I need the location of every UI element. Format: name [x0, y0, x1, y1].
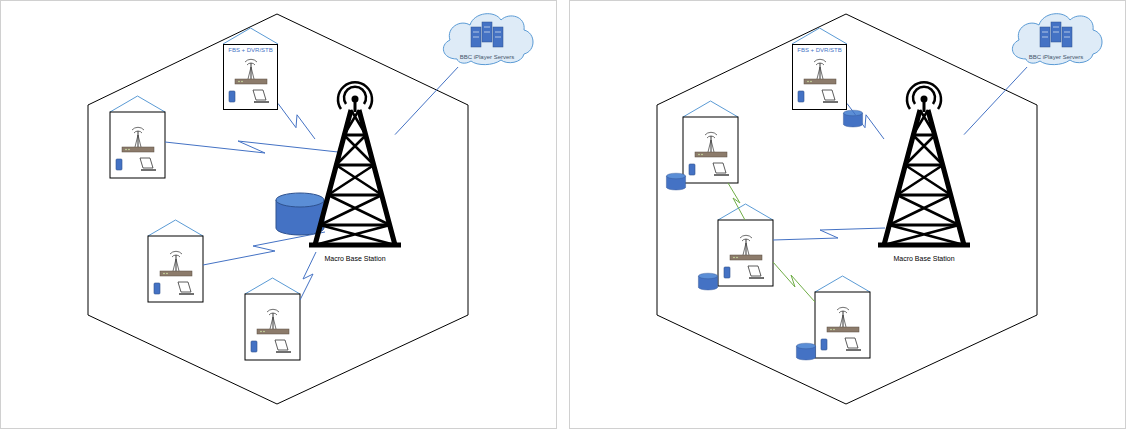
- femto-house: FBS + DVR/STB: [223, 44, 278, 110]
- house-roof: [792, 28, 847, 44]
- wireless-link: [203, 232, 325, 265]
- backhaul-link: [395, 67, 458, 135]
- tower-symbol: [309, 82, 401, 245]
- station-label: Macro Base Station: [323, 255, 386, 263]
- wireless-link: [300, 252, 316, 300]
- femto-link: [728, 183, 745, 220]
- femto-house: FBS + DVR/STB: [792, 44, 847, 110]
- cache-database: [666, 173, 685, 190]
- cell-hexagon: [88, 14, 468, 404]
- cache-database: [796, 343, 815, 360]
- cell-hexagon: [657, 14, 1037, 404]
- panel-frame: [1, 1, 557, 429]
- cache-database: [843, 110, 862, 127]
- wireless-link: [278, 103, 315, 139]
- house: [245, 278, 300, 360]
- macro-base-station: Macro Base Station: [884, 90, 964, 265]
- house-roof: [223, 28, 278, 44]
- station-label: Macro Base Station: [892, 255, 955, 263]
- wireless-link: [773, 228, 885, 240]
- backhaul-link: [964, 67, 1027, 135]
- house: [718, 204, 773, 286]
- server-cloud: BBC iPlayer Servers: [437, 5, 537, 67]
- home-devices: [229, 59, 269, 102]
- device-label: FBS + DVR/STB: [797, 47, 842, 54]
- cache-database: [698, 273, 717, 290]
- femto-link: [773, 262, 815, 302]
- panel-frame: [570, 1, 1126, 429]
- wireless-link: [847, 103, 884, 139]
- server-label: BBC iPlayer Servers: [1029, 54, 1084, 61]
- wireless-link: [165, 141, 338, 153]
- macro-base-station: Macro Base Station: [315, 90, 395, 265]
- house: [110, 96, 165, 178]
- house: [683, 101, 738, 183]
- tower-symbol: [878, 82, 970, 245]
- house: [815, 276, 870, 358]
- device-label: FBS + DVR/STB: [228, 47, 273, 54]
- home-devices: [798, 59, 838, 102]
- server-cloud: BBC iPlayer Servers: [1006, 5, 1106, 67]
- house: [148, 220, 203, 302]
- server-label: BBC iPlayer Servers: [460, 54, 515, 61]
